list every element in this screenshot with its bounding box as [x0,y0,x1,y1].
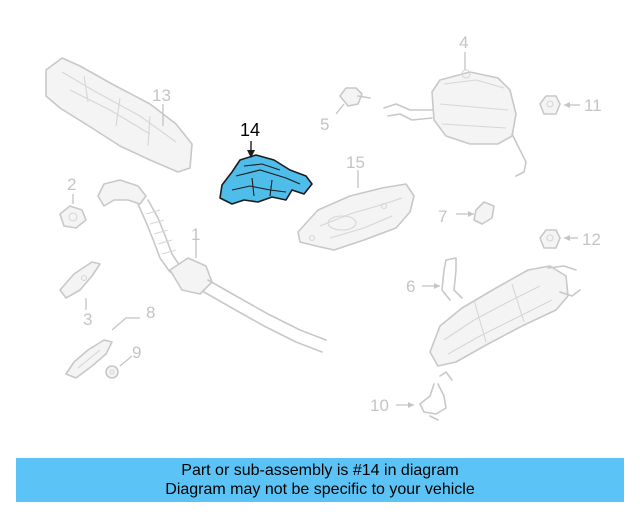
callout-15: 15 [346,153,365,172]
callout-9: 9 [132,343,141,362]
part-10-hanger-bracket[interactable] [419,371,453,421]
callout-6: 6 [406,277,415,296]
part-2-gasket[interactable] [59,205,87,229]
callout-10: 10 [370,396,389,415]
part-1-front-pipe[interactable] [97,179,327,353]
part-12-mount[interactable] [539,229,561,249]
callout-5-leader [335,103,345,115]
callout-14-arrowhead [247,150,255,158]
callout-5: 5 [320,115,329,134]
callout-8-leader [111,317,140,331]
callout-12: 12 [582,230,601,249]
part-15-heat-shield-plate[interactable] [297,183,415,251]
banner-line-disclaimer: Diagram may not be specific to your vehi… [165,481,475,498]
callout-1: 1 [191,225,200,244]
callout-14: 14 [240,120,260,140]
part-7-bracket[interactable] [473,201,495,225]
part-5-clamp[interactable] [339,87,371,107]
callout-2: 2 [67,175,76,194]
callout-11: 11 [584,96,602,115]
info-banner: Part or sub-assembly is #14 in diagram D… [16,458,624,502]
part-11-hanger[interactable] [539,95,561,115]
callout-3: 3 [83,310,92,329]
part-9-bolt[interactable] [105,365,119,379]
part-14-heat-shield[interactable] [219,154,313,205]
part-6-center-muffler[interactable] [429,257,581,367]
callout-4: 4 [459,33,468,52]
banner-line-part-number: Part or sub-assembly is #14 in diagram [181,462,459,479]
callout-9-leader [119,355,133,367]
callout-7: 7 [438,207,447,226]
part-4-rear-muffler[interactable] [383,69,527,177]
part-13-front-heat-shield[interactable] [45,57,193,173]
exhaust-parts-diagram: 13 14 15 4 11 5 [45,33,602,421]
callout-8: 8 [146,303,155,322]
callout-13: 13 [152,86,171,105]
part-3-support-bracket[interactable] [59,261,101,299]
part-8-bracket[interactable] [65,339,113,379]
